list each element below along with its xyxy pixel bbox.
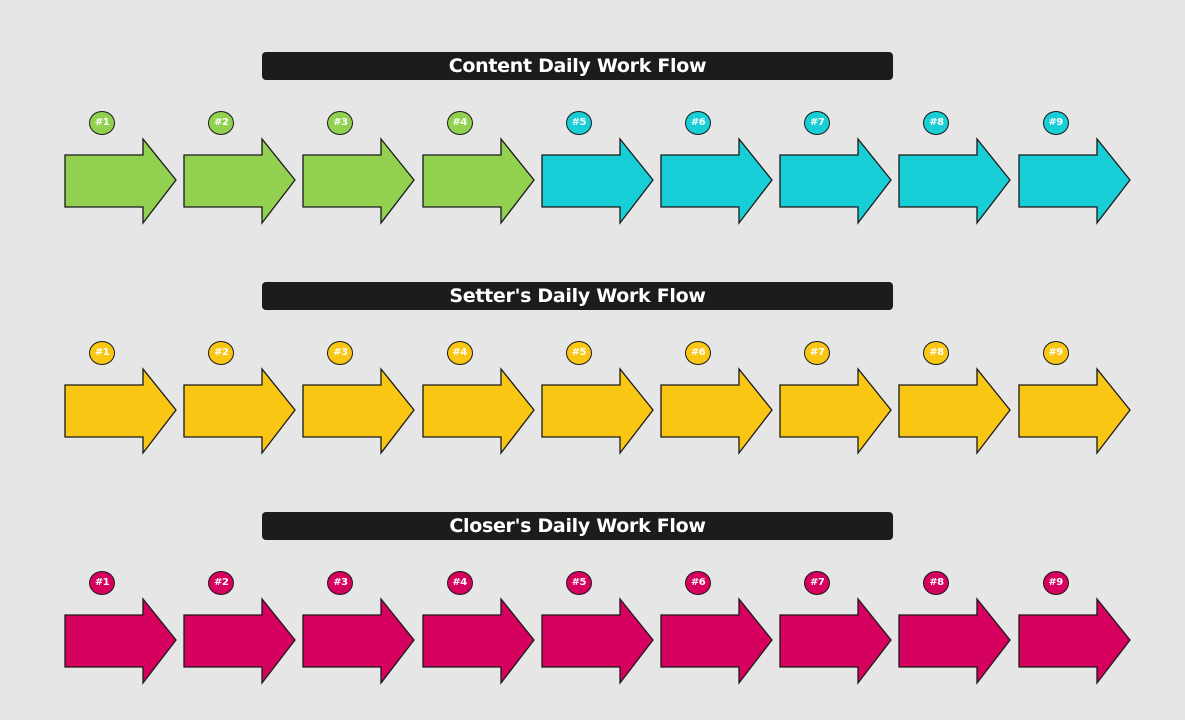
arrow-shape — [660, 367, 773, 455]
arrow-shape — [660, 137, 773, 225]
arrow-shape — [1017, 367, 1131, 455]
step-badge: #3 — [327, 341, 354, 365]
step-badge: #1 — [89, 111, 115, 135]
arrow-shape — [898, 367, 1012, 455]
step-arrow-icon — [898, 367, 1012, 455]
arrow-shape — [1017, 597, 1131, 685]
arrow-shape — [421, 137, 535, 225]
arrow-shape — [779, 367, 893, 455]
step-arrow-icon — [779, 367, 893, 455]
step-badge: #9 — [1042, 111, 1069, 135]
step-badge: #4 — [446, 571, 473, 595]
section-title: Content Daily Work Flow — [262, 52, 893, 80]
step-arrow-icon — [660, 597, 773, 685]
arrow-shape — [421, 597, 535, 685]
arrow-shape — [183, 367, 297, 455]
step-badge: #4 — [446, 341, 473, 365]
step-badge: #5 — [565, 341, 592, 365]
arrow-shape — [541, 597, 654, 685]
step-badge: #8 — [923, 111, 950, 135]
section-title: Setter's Daily Work Flow — [262, 282, 893, 310]
step-badge: #8 — [923, 571, 950, 595]
step-badge: #7 — [804, 341, 831, 365]
step-arrow-icon — [302, 137, 416, 225]
step-badge: #2 — [208, 341, 235, 365]
step-badge: #2 — [208, 111, 235, 135]
arrow-shape — [64, 137, 177, 225]
step-badge: #7 — [804, 571, 831, 595]
step-arrow-icon — [302, 597, 416, 685]
step-arrow-icon — [302, 367, 416, 455]
step-badge: #3 — [327, 111, 354, 135]
step-badge: #5 — [565, 571, 592, 595]
step-arrow-icon — [183, 137, 297, 225]
step-arrow-icon — [183, 597, 297, 685]
step-badge: #5 — [565, 111, 592, 135]
section-closer-workflow: Closer's Daily Work Flow #1 #2 #3 #4 #5 #6 #7 #8… — [0, 512, 1185, 702]
step-badge: #7 — [804, 111, 831, 135]
step-arrow-icon — [64, 597, 177, 685]
arrow-shape — [183, 137, 297, 225]
step-arrow-icon — [779, 597, 893, 685]
section-setter-workflow: Setter's Daily Work Flow #1 #2 #3 #4 #5 #6 #7 #8… — [0, 282, 1185, 472]
step-arrow-icon — [898, 597, 1012, 685]
step-arrow-icon — [421, 597, 535, 685]
section-content-workflow: Content Daily Work Flow #1 #2 #3 #4 #5 #6 #7 #8 #… — [0, 52, 1185, 242]
arrow-shape — [541, 137, 654, 225]
step-arrow-icon — [898, 137, 1012, 225]
step-badge: #6 — [685, 341, 711, 365]
step-badge: #6 — [685, 111, 711, 135]
step-badge: #1 — [89, 571, 115, 595]
step-badge: #1 — [89, 341, 115, 365]
arrow-shape — [302, 137, 416, 225]
step-arrow-icon — [1017, 367, 1131, 455]
arrow-shape — [302, 367, 416, 455]
arrow-shape — [1017, 137, 1131, 225]
step-arrow-icon — [660, 367, 773, 455]
step-badge: #8 — [923, 341, 950, 365]
step-arrow-icon — [64, 137, 177, 225]
step-arrow-icon — [779, 137, 893, 225]
arrow-shape — [898, 597, 1012, 685]
arrow-shape — [779, 137, 893, 225]
step-arrow-icon — [541, 597, 654, 685]
step-arrow-icon — [421, 137, 535, 225]
step-badge: #2 — [208, 571, 235, 595]
step-badge: #9 — [1042, 341, 1069, 365]
step-arrow-icon — [1017, 597, 1131, 685]
section-title: Closer's Daily Work Flow — [262, 512, 893, 540]
step-arrow-icon — [183, 367, 297, 455]
step-arrow-icon — [541, 137, 654, 225]
arrow-shape — [64, 597, 177, 685]
arrow-shape — [660, 597, 773, 685]
step-arrow-icon — [64, 367, 177, 455]
step-arrow-icon — [541, 367, 654, 455]
arrow-shape — [64, 367, 177, 455]
step-arrow-icon — [660, 137, 773, 225]
arrow-shape — [302, 597, 416, 685]
arrow-shape — [421, 367, 535, 455]
step-badge: #3 — [327, 571, 354, 595]
step-badge: #6 — [685, 571, 711, 595]
arrow-shape — [779, 597, 893, 685]
step-badge: #4 — [446, 111, 473, 135]
step-arrow-icon — [421, 367, 535, 455]
arrow-shape — [541, 367, 654, 455]
step-badge: #9 — [1042, 571, 1069, 595]
arrow-shape — [183, 597, 297, 685]
arrow-shape — [898, 137, 1012, 225]
step-arrow-icon — [1017, 137, 1131, 225]
